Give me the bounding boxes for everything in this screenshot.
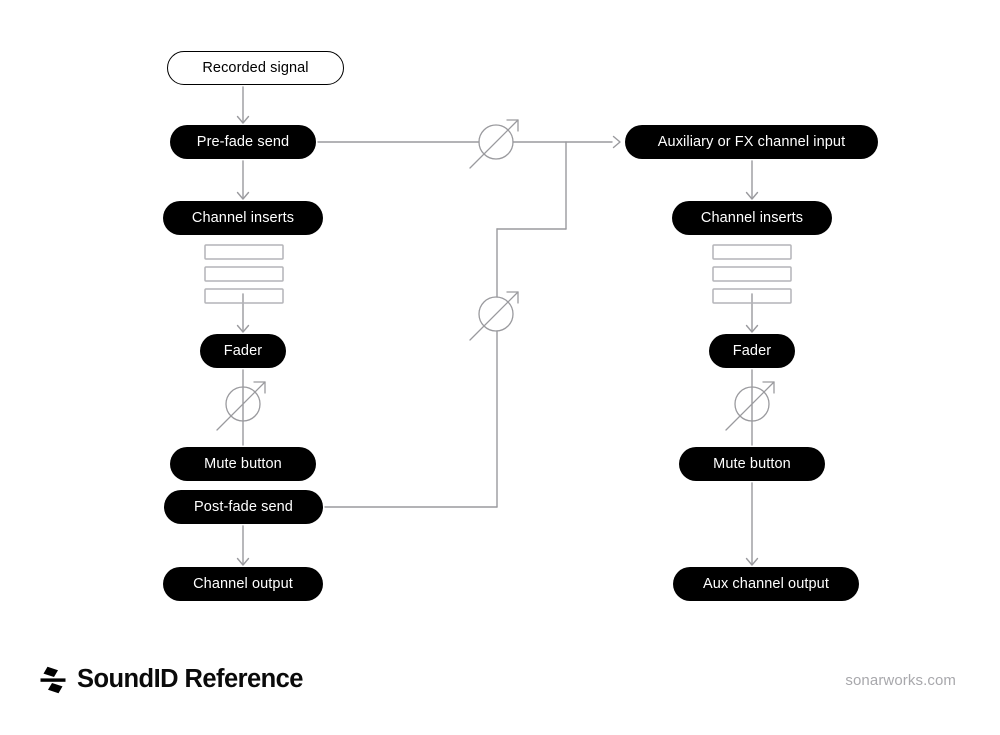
node-label: Channel inserts — [191, 210, 295, 226]
aux-fader-pot-icon — [725, 381, 775, 431]
node-aux-fader[interactable]: Fader — [709, 334, 795, 368]
node-label: Aux channel output — [703, 576, 829, 592]
node-label: Channel inserts — [700, 210, 804, 226]
connector-recorded-to-prefade — [236, 86, 250, 124]
node-label: Channel output — [193, 576, 293, 592]
connector-auxmute-to-output — [745, 482, 759, 566]
node-aux-fx-channel-input[interactable]: Auxiliary or FX channel input — [625, 125, 878, 159]
node-pre-fade-send[interactable]: Pre-fade send — [170, 125, 316, 159]
connector-auxinput-to-inserts — [745, 160, 759, 200]
node-aux-mute-button[interactable]: Mute button — [679, 447, 825, 481]
footer-website-url: sonarworks.com — [845, 672, 956, 689]
node-label: Recorded signal — [202, 60, 309, 76]
node-aux-channel-inserts[interactable]: Channel inserts — [672, 201, 832, 235]
node-label: Fader — [223, 343, 263, 359]
node-channel-inserts[interactable]: Channel inserts — [163, 201, 323, 235]
channel-fader-pot-icon — [216, 381, 266, 431]
node-mute-button[interactable]: Mute button — [170, 447, 316, 481]
brand-name: SoundID Reference — [77, 665, 303, 694]
node-channel-output[interactable]: Channel output — [163, 567, 323, 601]
insert-slots-left — [204, 244, 284, 304]
pre-fade-send-level-pot-icon — [469, 119, 519, 169]
brand-logo: SoundID Reference — [38, 660, 303, 700]
node-label: Mute button — [713, 456, 791, 472]
node-label: Pre-fade send — [196, 134, 290, 150]
connector-postfade-to-output — [236, 525, 250, 566]
connector-inserts-to-fader — [236, 293, 250, 333]
connector-postfade-send-bus — [324, 141, 567, 508]
post-fade-send-level-pot-icon — [469, 291, 519, 341]
connector-auxinserts-to-fader — [745, 293, 759, 333]
insert-slots-right — [712, 244, 792, 304]
node-post-fade-send[interactable]: Post-fade send — [164, 490, 323, 524]
node-label: Post-fade send — [194, 499, 293, 515]
node-label: Fader — [732, 343, 772, 359]
connector-prefade-to-inserts — [236, 160, 250, 200]
node-recorded-signal[interactable]: Recorded signal — [167, 51, 344, 85]
node-label: Auxiliary or FX channel input — [657, 134, 846, 150]
connector-prefade-send-bus — [317, 135, 621, 149]
node-fader[interactable]: Fader — [200, 334, 286, 368]
node-aux-channel-output[interactable]: Aux channel output — [673, 567, 859, 601]
node-label: Mute button — [204, 456, 282, 472]
soundid-logo-icon — [40, 666, 66, 694]
